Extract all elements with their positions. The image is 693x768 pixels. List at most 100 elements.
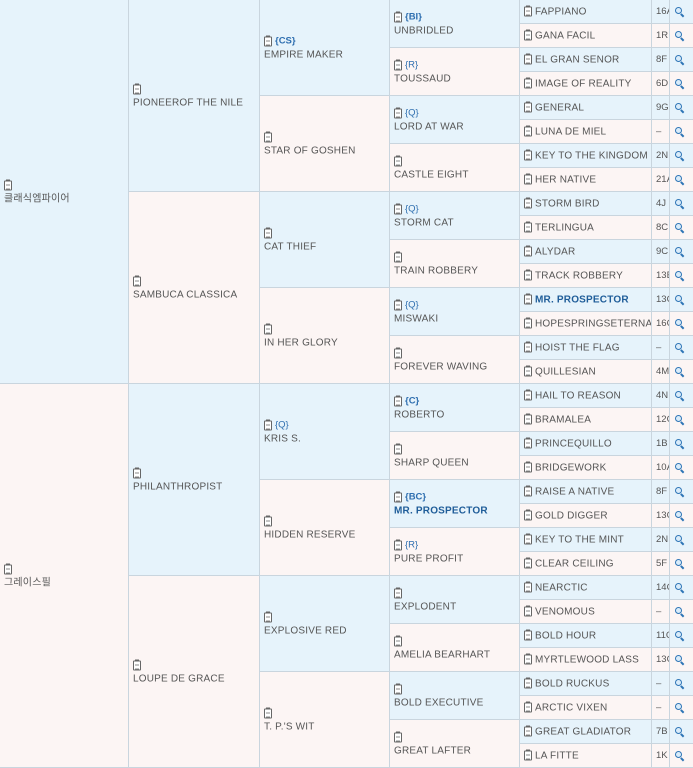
search-icon[interactable] bbox=[675, 655, 682, 662]
horse-cell[interactable]: IN HER GLORY bbox=[260, 288, 390, 384]
horse-cell[interactable]: {R}PURE PROFIT bbox=[390, 528, 520, 576]
horse-name[interactable]: BOLD EXECUTIVE bbox=[394, 697, 484, 708]
horse-name[interactable]: T. P.'S WIT bbox=[264, 721, 315, 732]
search-icon[interactable] bbox=[675, 367, 682, 374]
search-icon[interactable] bbox=[675, 463, 682, 470]
search-button[interactable] bbox=[670, 312, 693, 336]
horse-cell[interactable]: AMELIA BEARHART bbox=[390, 624, 520, 672]
horse-cell[interactable]: HOIST THE FLAG bbox=[520, 336, 652, 360]
clipboard-icon[interactable] bbox=[264, 227, 272, 238]
search-button[interactable] bbox=[670, 288, 693, 312]
horse-name[interactable]: 클래식엠파이어 bbox=[4, 193, 70, 204]
horse-cell[interactable]: {Q}MISWAKI bbox=[390, 288, 520, 336]
search-icon[interactable] bbox=[675, 271, 682, 278]
clipboard-icon[interactable] bbox=[524, 725, 532, 737]
clipboard-icon[interactable] bbox=[264, 707, 272, 718]
clipboard-icon[interactable] bbox=[394, 395, 402, 406]
search-icon[interactable] bbox=[675, 703, 682, 710]
clipboard-icon[interactable] bbox=[133, 659, 141, 670]
horse-name[interactable]: MR. PROSPECTOR bbox=[394, 505, 488, 516]
search-icon[interactable] bbox=[675, 487, 682, 494]
search-button[interactable] bbox=[670, 432, 693, 456]
horse-name[interactable]: GANA FACIL bbox=[535, 30, 596, 41]
clipboard-icon[interactable] bbox=[264, 131, 272, 142]
horse-name[interactable]: NEARCTIC bbox=[535, 582, 588, 593]
horse-cell[interactable]: CAT THIEF bbox=[260, 192, 390, 288]
horse-name[interactable]: ARCTIC VIXEN bbox=[535, 702, 608, 713]
horse-cell[interactable]: RAISE A NATIVE bbox=[520, 480, 652, 504]
search-button[interactable] bbox=[670, 264, 693, 288]
horse-cell[interactable]: CASTLE EIGHT bbox=[390, 144, 520, 192]
search-button[interactable] bbox=[670, 384, 693, 408]
horse-name[interactable]: MYRTLEWOOD LASS bbox=[535, 654, 639, 665]
clipboard-icon[interactable] bbox=[524, 77, 532, 89]
horse-name[interactable]: PURE PROFIT bbox=[394, 553, 464, 564]
search-button[interactable] bbox=[670, 648, 693, 672]
horse-cell[interactable]: HIDDEN RESERVE bbox=[260, 480, 390, 576]
horse-name[interactable]: GREAT LAFTER bbox=[394, 745, 472, 756]
clipboard-icon[interactable] bbox=[524, 413, 532, 425]
search-icon[interactable] bbox=[675, 343, 682, 350]
horse-cell[interactable]: {Q}KRIS S. bbox=[260, 384, 390, 480]
horse-cell[interactable]: ALYDAR bbox=[520, 240, 652, 264]
clipboard-icon[interactable] bbox=[394, 299, 402, 310]
horse-cell[interactable]: GOLD DIGGER bbox=[520, 504, 652, 528]
clipboard-icon[interactable] bbox=[394, 683, 402, 694]
clipboard-icon[interactable] bbox=[264, 35, 272, 46]
horse-name[interactable]: KEY TO THE KINGDOM bbox=[535, 150, 648, 161]
clipboard-icon[interactable] bbox=[524, 437, 532, 449]
clipboard-icon[interactable] bbox=[394, 251, 402, 262]
horse-cell[interactable]: BOLD RUCKUS bbox=[520, 672, 652, 696]
search-button[interactable] bbox=[670, 576, 693, 600]
horse-name[interactable]: IMAGE OF REALITY bbox=[535, 78, 632, 89]
horse-cell[interactable]: VENOMOUS bbox=[520, 600, 652, 624]
horse-cell[interactable]: BRAMALEA bbox=[520, 408, 652, 432]
clipboard-icon[interactable] bbox=[524, 221, 532, 233]
search-icon[interactable] bbox=[675, 7, 682, 14]
search-icon[interactable] bbox=[675, 391, 682, 398]
horse-cell[interactable]: GREAT LAFTER bbox=[390, 720, 520, 768]
clipboard-icon[interactable] bbox=[394, 539, 402, 550]
clipboard-icon[interactable] bbox=[133, 83, 141, 94]
horse-name[interactable]: TRAIN ROBBERY bbox=[394, 265, 479, 276]
clipboard-icon[interactable] bbox=[524, 509, 532, 521]
search-icon[interactable] bbox=[675, 127, 682, 134]
horse-cell[interactable]: HAIL TO REASON bbox=[520, 384, 652, 408]
horse-cell[interactable]: {R}TOUSSAUD bbox=[390, 48, 520, 96]
search-button[interactable] bbox=[670, 216, 693, 240]
horse-cell[interactable]: GREAT GLADIATOR bbox=[520, 720, 652, 744]
search-icon[interactable] bbox=[675, 79, 682, 86]
search-button[interactable] bbox=[670, 336, 693, 360]
horse-cell[interactable]: QUILLESIAN bbox=[520, 360, 652, 384]
clipboard-icon[interactable] bbox=[133, 467, 141, 478]
clipboard-icon[interactable] bbox=[524, 293, 532, 305]
search-button[interactable] bbox=[670, 720, 693, 744]
horse-name[interactable]: ALYDAR bbox=[535, 246, 576, 257]
search-button[interactable] bbox=[670, 0, 693, 24]
search-icon[interactable] bbox=[675, 559, 682, 566]
horse-cell[interactable]: PHILANTHROPIST bbox=[129, 384, 260, 576]
horse-name[interactable]: FOREVER WAVING bbox=[394, 361, 488, 372]
search-button[interactable] bbox=[670, 624, 693, 648]
clipboard-icon[interactable] bbox=[394, 59, 402, 70]
clipboard-icon[interactable] bbox=[524, 629, 532, 641]
horse-name[interactable]: HER NATIVE bbox=[535, 174, 597, 185]
clipboard-icon[interactable] bbox=[524, 29, 532, 41]
horse-name[interactable]: GREAT GLADIATOR bbox=[535, 726, 632, 737]
horse-cell[interactable]: FOREVER WAVING bbox=[390, 336, 520, 384]
search-icon[interactable] bbox=[675, 55, 682, 62]
search-button[interactable] bbox=[670, 120, 693, 144]
search-icon[interactable] bbox=[675, 631, 682, 638]
search-icon[interactable] bbox=[675, 175, 682, 182]
search-icon[interactable] bbox=[675, 247, 682, 254]
horse-name[interactable]: HIDDEN RESERVE bbox=[264, 529, 356, 540]
horse-name[interactable]: TRACK ROBBERY bbox=[535, 270, 623, 281]
clipboard-icon[interactable] bbox=[394, 635, 402, 646]
horse-name[interactable]: FAPPIANO bbox=[535, 6, 587, 17]
horse-cell[interactable]: STORM BIRD bbox=[520, 192, 652, 216]
horse-cell[interactable]: GENERAL bbox=[520, 96, 652, 120]
horse-cell[interactable]: SHARP QUEEN bbox=[390, 432, 520, 480]
horse-cell[interactable]: EXPLODENT bbox=[390, 576, 520, 624]
horse-name[interactable]: VENOMOUS bbox=[535, 606, 595, 617]
horse-name[interactable]: LORD AT WAR bbox=[394, 121, 464, 132]
